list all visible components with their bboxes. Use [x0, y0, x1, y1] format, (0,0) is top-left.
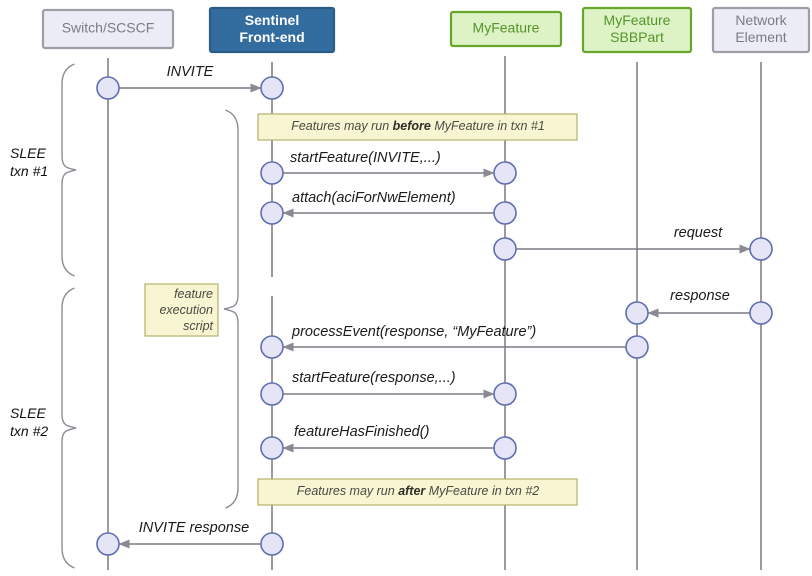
lifeline-header-label: MyFeature [604, 12, 671, 28]
lifeline-node-marker[interactable] [96, 532, 120, 556]
lifeline-header-label: MyFeature [473, 20, 540, 36]
lifeline-node-marker[interactable] [260, 161, 284, 185]
transaction-label: SLEE [10, 405, 46, 421]
transaction-bracket-slee-txn-1: SLEE txn #1 [10, 63, 77, 277]
note-text-line: execution [159, 303, 213, 317]
message-label: attach(aciForNwElement) [292, 190, 456, 206]
lifeline-node-marker[interactable] [749, 237, 773, 261]
message-label: request [674, 225, 723, 241]
transaction-label: txn #2 [10, 423, 48, 439]
lifeline-header-box [581, 6, 693, 54]
note-note-before: Features may run before MyFeature in txn… [257, 113, 578, 141]
note-box [257, 478, 578, 506]
note-text-emphasis: before [393, 119, 431, 133]
lifeline-node-marker[interactable] [260, 201, 284, 225]
message-response[interactable]: response [647, 288, 750, 318]
message-start-feature-response[interactable]: startFeature(response,...) [283, 370, 495, 399]
transaction-label: SLEE [10, 145, 46, 161]
braces-layer: SLEE txn #1 SLEE txn #2 [10, 63, 239, 569]
curly-brace-icon [61, 63, 77, 277]
note-box [144, 283, 219, 337]
lifeline-header-label: Switch/SCSCF [62, 20, 155, 36]
curly-brace-icon [61, 287, 77, 569]
message-invite[interactable]: INVITE [119, 64, 262, 93]
message-invite-response[interactable]: INVITE response [118, 520, 261, 549]
message-attach-aci[interactable]: attach(aciForNwElement) [282, 190, 494, 218]
note-text-line: feature [174, 287, 213, 301]
note-text-prefix: Features may run [291, 119, 392, 133]
note-text-suffix: MyFeature in txn #1 [431, 119, 545, 133]
lifeline-node-marker[interactable] [260, 436, 284, 460]
lifeline-node-marker[interactable] [493, 201, 517, 225]
lifeline-header-label: Sentinel [245, 12, 299, 28]
message-label: startFeature(INVITE,...) [290, 150, 441, 166]
lifeline-header-box [711, 6, 811, 54]
lifeline-header-box [208, 6, 336, 54]
lifeline-header-label: SBBPart [610, 29, 664, 45]
lifeline-header-switch[interactable]: Switch/SCSCF [41, 8, 175, 50]
note-text-emphasis: after [398, 484, 426, 498]
lifeline-header-myfeature[interactable]: MyFeature [449, 10, 563, 48]
lifeline-node-marker[interactable] [260, 335, 284, 359]
curly-brace-icon [223, 109, 239, 509]
note-note-after: Features may run after MyFeature in txn … [257, 478, 578, 506]
message-label: response [670, 288, 730, 304]
transaction-bracket-slee-txn-2: SLEE txn #2 [10, 287, 77, 569]
lifeline-node-marker[interactable] [493, 436, 517, 460]
message-label: processEvent(response, “MyFeature”) [291, 324, 536, 340]
lifeline-node-marker[interactable] [493, 237, 517, 261]
lifeline-node-marker[interactable] [260, 382, 284, 406]
message-feature-has-finished[interactable]: featureHasFinished() [282, 424, 494, 453]
message-label: INVITE response [139, 520, 249, 536]
lifeline-node-marker[interactable] [625, 335, 649, 359]
lifeline-node-marker[interactable] [96, 76, 120, 100]
lifeline-header-box [449, 10, 563, 48]
lifeline-header-label: Network [735, 12, 787, 28]
message-start-feature-invite[interactable]: startFeature(INVITE,...) [283, 150, 495, 178]
messages-layer: INVITE startFeature(INVITE,...) attach(aci… [118, 64, 751, 549]
lifeline-header-label: Front-end [239, 29, 304, 45]
lifeline-node-marker[interactable] [625, 301, 649, 325]
note-text-prefix: Features may run [297, 484, 398, 498]
message-label: INVITE [167, 64, 214, 80]
transaction-label: txn #1 [10, 163, 48, 179]
lifeline-header-label: Element [735, 29, 786, 45]
lifeline-node-marker[interactable] [260, 532, 284, 556]
note-text-line: script [183, 319, 213, 333]
message-process-event[interactable]: processEvent(response, “MyFeature”) [282, 324, 626, 352]
note-text-suffix: MyFeature in txn #2 [425, 484, 539, 498]
message-label: startFeature(response,...) [292, 370, 456, 386]
lifeline-node-marker[interactable] [493, 161, 517, 185]
notes-layer: Features may run before MyFeature in txn… [144, 113, 578, 506]
note-text: Features may run before MyFeature in txn… [291, 119, 545, 133]
note-box [257, 113, 578, 141]
lifeline-node-marker[interactable] [749, 301, 773, 325]
node-markers-layer [96, 76, 773, 556]
message-request[interactable]: request [516, 225, 751, 254]
lifeline-node-marker[interactable] [260, 76, 284, 100]
message-label: featureHasFinished() [294, 424, 429, 440]
lifeline-header-box [41, 8, 175, 50]
lifeline-node-marker[interactable] [493, 382, 517, 406]
note-feature-execution-script: feature execution script [144, 283, 219, 337]
note-text: Features may run after MyFeature in txn … [297, 484, 540, 498]
